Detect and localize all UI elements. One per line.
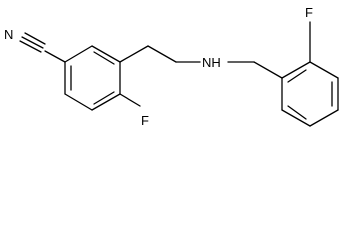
bond [309,109,339,127]
bond [119,45,149,63]
bond [44,50,66,63]
bond [91,45,121,63]
bond-triple [19,40,42,53]
left-fluoro-bond [119,93,141,107]
bond-triple [24,32,46,45]
nitrile-group [19,32,66,63]
atom-label-amine-nh: NH [202,55,221,70]
atom-label-nitrile-n: N [4,27,13,42]
bond [309,61,339,79]
bond-double-inner [93,91,115,105]
right-ring [281,61,339,127]
bond [253,61,283,79]
bond [64,45,93,63]
structure-canvas: N F NH [4,5,339,128]
bond [119,93,141,107]
bond-double-inner [93,51,115,65]
bond [281,61,311,79]
atom-label-fluoro-left: F [141,113,149,128]
amine-linker [119,45,283,79]
bond [281,109,311,127]
bond [91,93,121,111]
bond [64,93,93,111]
atom-label-fluoro-right: F [305,5,313,20]
bond [147,45,177,63]
bond-double-inner [287,69,307,83]
molecule-diagram: N F NH [4,5,339,128]
bond-double-inner [287,105,307,120]
bond-triple [21,36,44,49]
left-ring [64,45,121,111]
